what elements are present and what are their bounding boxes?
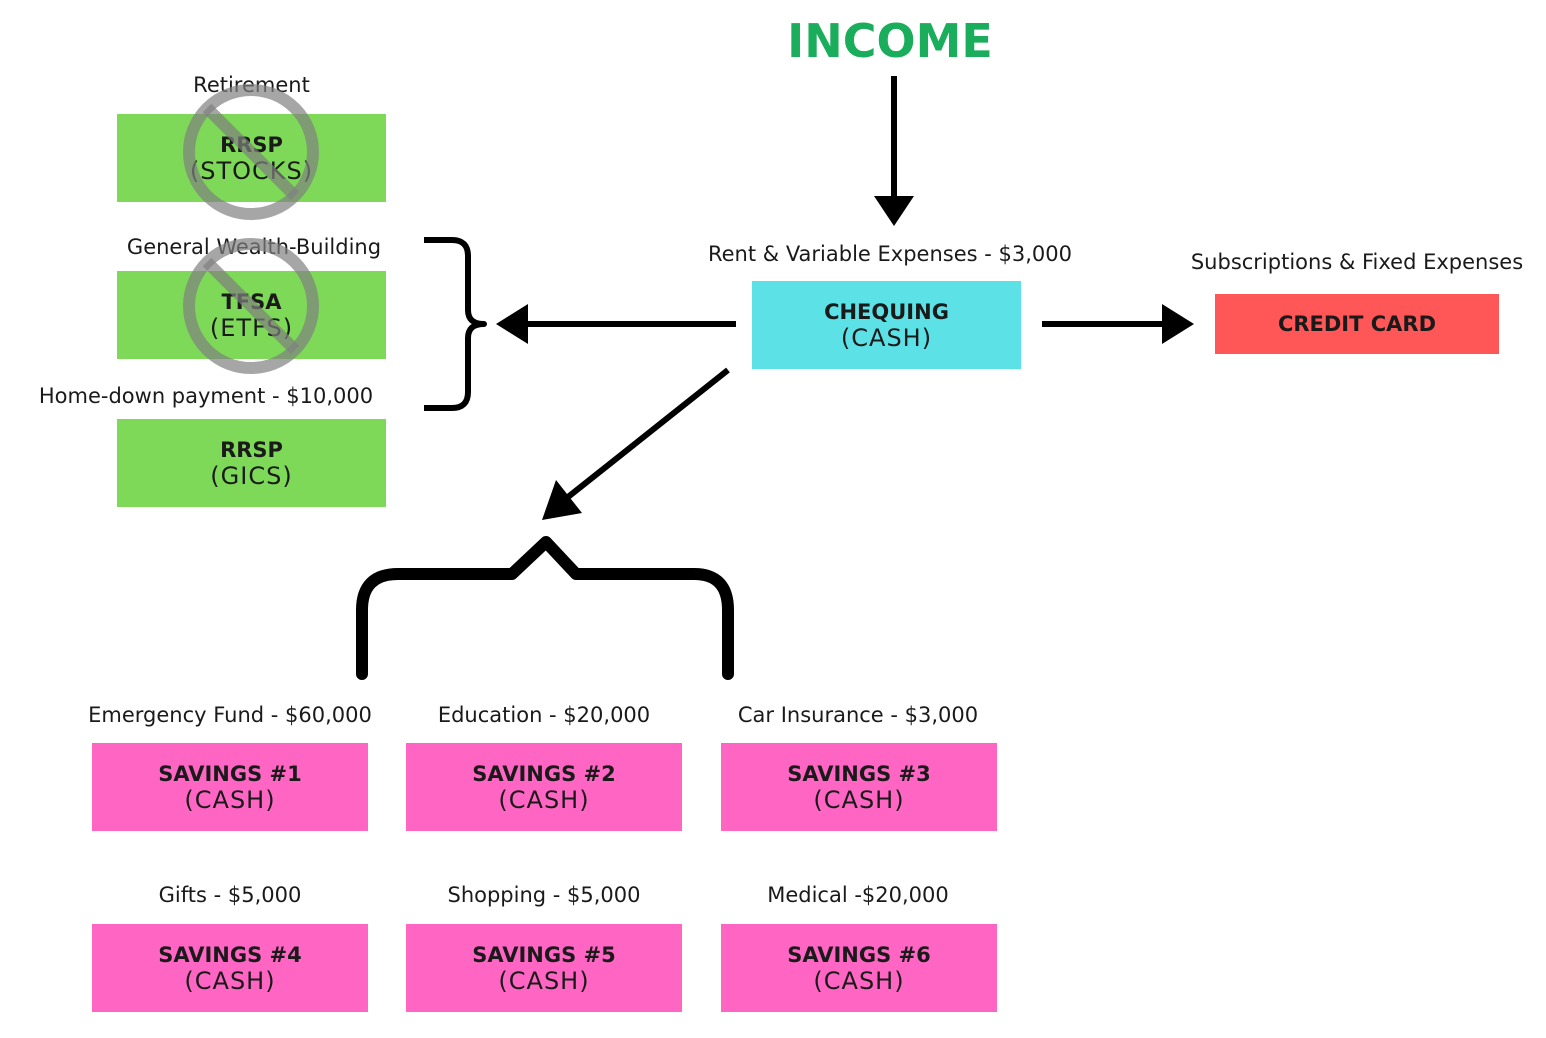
rrsp-gics-line1: RRSP (220, 438, 283, 462)
tfsa-etfs-box: TFSA (ETFS) (117, 271, 386, 359)
rrsp-gics-line2: (GICS) (210, 462, 293, 490)
savings-label: Gifts - $5,000 (158, 883, 302, 907)
credit-label: Subscriptions & Fixed Expenses (1190, 250, 1524, 274)
savings-box: SAVINGS #5 (CASH) (406, 924, 682, 1012)
credit-card-box: CREDIT CARD (1215, 294, 1499, 354)
investments-brace (424, 237, 487, 411)
chequing-label: Rent & Variable Expenses - $3,000 (707, 242, 1072, 266)
savings-line1: SAVINGS #4 (158, 943, 302, 967)
savings-line1: SAVINGS #3 (787, 762, 931, 786)
savings-line2: (CASH) (184, 967, 276, 995)
savings-box: SAVINGS #3 (CASH) (721, 743, 997, 831)
savings-line1: SAVINGS #6 (787, 943, 931, 967)
savings-line2: (CASH) (813, 786, 905, 814)
savings-line2: (CASH) (498, 786, 590, 814)
chequing-line2: (CASH) (840, 324, 933, 352)
savings-label: Shopping - $5,000 (447, 883, 641, 907)
prohibited-icon (183, 238, 319, 374)
savings-label: Car Insurance - $3,000 (737, 703, 979, 727)
rrsp-gics-box: RRSP (GICS) (117, 419, 386, 507)
savings-line2: (CASH) (813, 967, 905, 995)
prohibited-icon (183, 84, 319, 220)
savings-box: SAVINGS #6 (CASH) (721, 924, 997, 1012)
chequing-line1: CHEQUING (824, 300, 949, 324)
arrow-investments-head (496, 304, 528, 344)
savings-box: SAVINGS #2 (CASH) (406, 743, 682, 831)
savings-line1: SAVINGS #5 (472, 943, 616, 967)
arrow-chequing-to-savings (566, 367, 730, 500)
savings-line1: SAVINGS #2 (472, 762, 616, 786)
savings-box: SAVINGS #4 (CASH) (92, 924, 368, 1012)
savings-label: Education - $20,000 (437, 703, 651, 727)
chequing-box: CHEQUING (CASH) (752, 281, 1021, 369)
arrow-income-head (874, 196, 914, 226)
savings-line1: SAVINGS #1 (158, 762, 302, 786)
savings-label: Medical -$20,000 (767, 883, 949, 907)
income-title: INCOME (787, 14, 993, 68)
savings-brace (356, 536, 734, 680)
savings-line2: (CASH) (498, 967, 590, 995)
savings-line2: (CASH) (184, 786, 276, 814)
arrow-savings-head (542, 480, 582, 520)
savings-box: SAVINGS #1 (CASH) (92, 743, 368, 831)
arrow-credit-head (1162, 304, 1194, 344)
savings-label: Emergency Fund - $60,000 (88, 703, 372, 727)
home-down-payment-label: Home-down payment - $10,000 (38, 384, 374, 408)
rrsp-stocks-line2: (STOCKS) (189, 157, 314, 185)
credit-card-text: CREDIT CARD (1277, 312, 1437, 336)
